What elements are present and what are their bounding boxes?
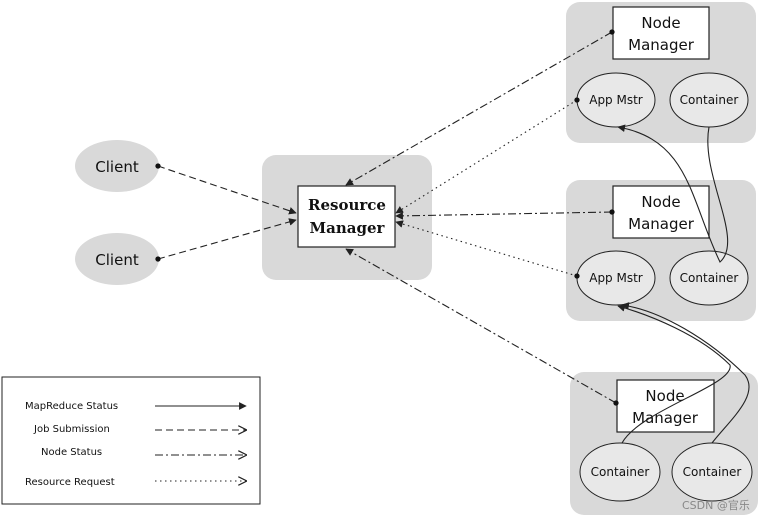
node-manager-box-3[interactable]: Node Manager <box>616 379 715 433</box>
container-1[interactable]: Container <box>669 72 749 128</box>
container-3b-label: Container <box>683 465 742 479</box>
node-status-arrow-1 <box>345 29 615 186</box>
client-2-label: Client <box>95 251 139 269</box>
watermark: CSDN @官乐 <box>682 498 750 512</box>
node-manager-1-line2: Manager <box>628 36 695 54</box>
job-submission-arrow-1 <box>155 163 297 215</box>
mapreduce-status-curve-3 <box>617 304 731 444</box>
node-manager-2-line1: Node <box>641 193 680 211</box>
mapreduce-status-curve-1 <box>617 124 729 263</box>
resource-request-arrow-1 <box>395 97 580 214</box>
app-master-2-label: App Mstr <box>589 271 643 285</box>
legend-resource-request-label: Resource Request <box>25 477 115 488</box>
resource-manager-box[interactable]: Resource Manager <box>297 185 396 248</box>
legend-mapreduce-status-label: MapReduce Status <box>25 401 118 412</box>
app-master-2[interactable]: App Mstr <box>576 250 656 306</box>
resource-manager-label-line1: Resource <box>308 196 386 214</box>
node-manager-box-2[interactable]: Node Manager <box>612 185 710 239</box>
client-2[interactable]: Client <box>75 233 159 285</box>
resource-manager-label-line2: Manager <box>310 219 386 237</box>
client-1[interactable]: Client <box>75 140 159 192</box>
node-manager-3-line2: Manager <box>632 409 699 427</box>
client-1-label: Client <box>95 158 139 176</box>
container-1-label: Container <box>680 93 739 107</box>
app-master-1-label: App Mstr <box>589 93 643 107</box>
container-2[interactable]: Container <box>669 250 749 306</box>
mapreduce-status-curve-2 <box>621 302 750 444</box>
legend-node-status-label: Node Status <box>41 447 102 458</box>
container-3a-label: Container <box>591 465 650 479</box>
node-manager-box-1[interactable]: Node Manager <box>612 6 710 60</box>
node-manager-3-line1: Node <box>645 387 684 405</box>
node-manager-2-line2: Manager <box>628 215 695 233</box>
legend: MapReduce Status Job Submission Node Sta… <box>1 376 261 505</box>
node-status-arrow-3 <box>345 248 619 406</box>
app-master-1[interactable]: App Mstr <box>576 72 656 128</box>
legend-job-submission-label: Job Submission <box>33 424 110 435</box>
node-manager-1-line1: Node <box>641 14 680 32</box>
container-2-label: Container <box>680 271 739 285</box>
container-3a[interactable]: Container <box>579 442 661 502</box>
container-3b[interactable]: Container <box>671 442 753 502</box>
job-submission-arrow-2 <box>155 218 297 262</box>
resource-request-arrow-2 <box>395 220 580 279</box>
